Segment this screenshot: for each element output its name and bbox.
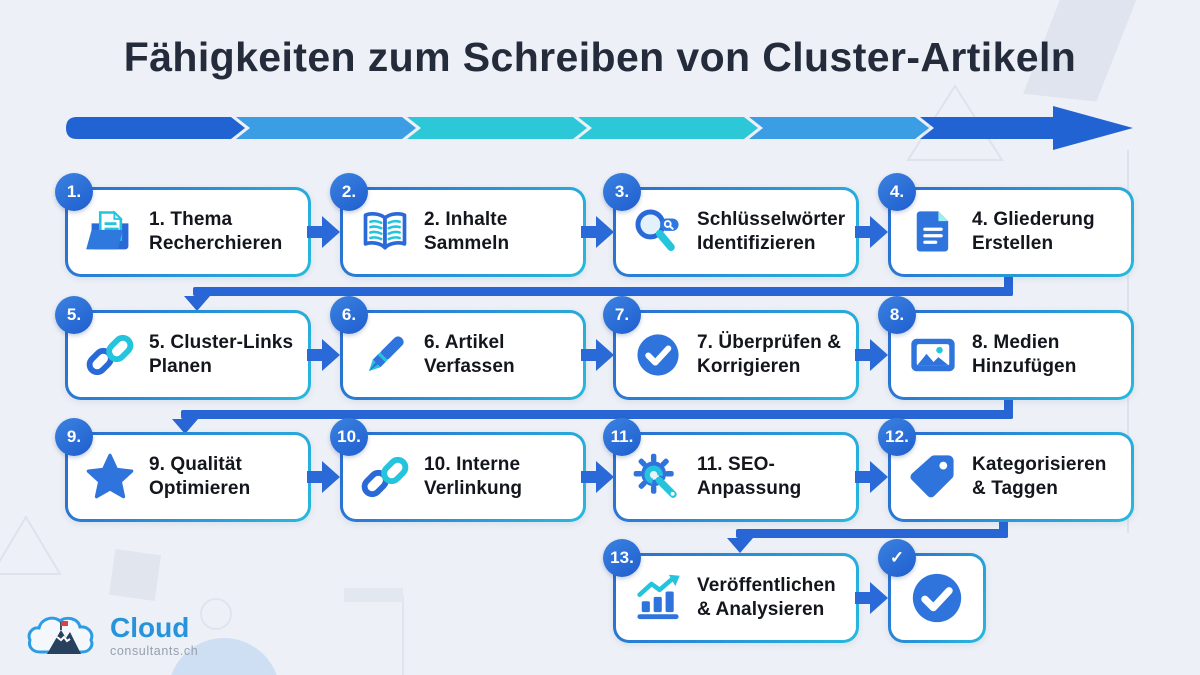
connector-row2-vertical <box>1004 398 1013 419</box>
brand-logo: Cloud consultants.ch <box>26 608 198 664</box>
brand-domain: consultants.ch <box>110 644 199 658</box>
gear-wrench-icon <box>632 451 684 503</box>
arrow-right-icon <box>581 216 614 248</box>
image-icon <box>907 329 959 381</box>
step-7-badge: 7. <box>603 296 641 334</box>
decor-square <box>109 549 161 601</box>
step-2-label: 2. Inhalte Sammeln <box>424 209 510 254</box>
decor-triangle-outline-bottom <box>0 515 62 575</box>
arrow-right-icon <box>855 582 888 614</box>
step-box-11: 11. <box>603 418 859 522</box>
step-box-1: 1. 1. Thema Recherchieren <box>55 173 311 277</box>
step-5-badge: 5. <box>55 296 93 334</box>
step-box-12: 12. Kategorisieren & Taggen <box>878 418 1134 522</box>
step-3-label: Schlüsselwörter Identifizieren <box>697 209 846 254</box>
step-10-label: 10. Interne Verlinkung <box>424 454 523 499</box>
step-1-label: 1. Thema Recherchieren <box>149 209 283 254</box>
step-1-badge: 1. <box>55 173 93 211</box>
decor-vertical-line-bottom <box>402 596 404 675</box>
step-12-badge: 12. <box>878 418 916 456</box>
step-3-badge: 3. <box>603 173 641 211</box>
page-title: Fähigkeiten zum Schreiben von Cluster-Ar… <box>123 34 1077 80</box>
chain-link-icon <box>84 329 136 381</box>
chain-link-icon <box>359 451 411 503</box>
decor-triangle-outline-top <box>906 84 1004 161</box>
final-step-box: ✓ <box>878 539 986 643</box>
folder-document-icon <box>84 206 136 258</box>
step-box-5: 5. 5. Cluster-Links Planen <box>55 296 311 400</box>
connector-row1-arrow-icon <box>184 296 210 311</box>
step-4-label: 4. Gliederung Erstellen <box>972 209 1095 254</box>
connector-row1-vertical <box>1004 276 1013 296</box>
search-magnifier-icon <box>632 206 684 258</box>
document-icon <box>907 206 959 258</box>
arrow-right-icon <box>307 461 340 493</box>
step-box-7: 7. 7. Überprüfen & Korrigieren <box>603 296 859 400</box>
check-circle-icon <box>632 329 684 381</box>
step-10-badge: 10. <box>330 418 368 456</box>
step-13-badge: 13. <box>603 539 641 577</box>
pen-icon <box>359 329 411 381</box>
connector-row2-arrow-icon <box>172 419 198 434</box>
step-8-label: 8. Medien Hinzufügen <box>972 332 1077 377</box>
step-9-badge: 9. <box>55 418 93 456</box>
cloud-mountain-logo-icon <box>27 616 94 654</box>
arrow-right-icon <box>307 216 340 248</box>
step-box-2: 2. 2. Inhalte Sammeln <box>330 173 586 277</box>
step-6-badge: 6. <box>330 296 368 334</box>
connector-row3-arrow-icon <box>727 538 753 553</box>
step-2-badge: 2. <box>330 173 368 211</box>
arrow-right-icon <box>307 339 340 371</box>
check-circle-icon <box>908 569 966 627</box>
step-box-13: 13. Veröffentlichen & Analysieren <box>603 539 859 643</box>
step-box-8: 8. 8. Medien Hinzufügen <box>878 296 1134 400</box>
step-13-label: Veröffentlichen & Analysieren <box>697 575 836 620</box>
step-11-badge: 11. <box>603 418 641 456</box>
arrow-right-icon <box>581 461 614 493</box>
step-7-label: 7. Überprüfen & Korrigieren <box>697 332 842 377</box>
final-check-badge: ✓ <box>878 539 916 577</box>
connector-row2-horizontal <box>181 410 1013 419</box>
step-box-9: 9. 9. Qualität Optimieren <box>55 418 311 522</box>
connector-row3-horizontal <box>736 529 1008 538</box>
step-box-6: 6. 6. Artikel Verfassen <box>330 296 586 400</box>
step-9-label: 9. Qualität Optimieren <box>149 454 251 499</box>
arrow-right-icon <box>581 339 614 371</box>
progress-arrow-bar <box>66 106 1133 150</box>
step-11-label: 11. SEO-Anpassung <box>697 454 802 499</box>
decor-circle-outline <box>200 598 232 630</box>
connector-row1-horizontal <box>193 287 1013 296</box>
step-6-label: 6. Artikel Verfassen <box>424 332 515 377</box>
decor-rect-bottom <box>344 588 403 602</box>
step-4-badge: 4. <box>878 173 916 211</box>
step-12-label: Kategorisieren & Taggen <box>972 454 1107 499</box>
open-book-icon <box>359 206 411 258</box>
step-box-3: 3. Schlüsselwörter Identifizieren <box>603 173 859 277</box>
step-box-10: 10. 10. Interne Verlinkung <box>330 418 586 522</box>
star-icon <box>84 451 136 503</box>
brand-name: Cloud <box>110 612 190 643</box>
step-8-badge: 8. <box>878 296 916 334</box>
arrow-right-icon <box>855 461 888 493</box>
arrow-right-icon <box>855 339 888 371</box>
step-box-4: 4. 4. Gliederung Erstellen <box>878 173 1134 277</box>
growth-chart-icon <box>632 572 684 624</box>
arrow-right-icon <box>855 216 888 248</box>
step-5-label: 5. Cluster-Links Planen <box>149 332 294 377</box>
tag-icon <box>907 451 959 503</box>
